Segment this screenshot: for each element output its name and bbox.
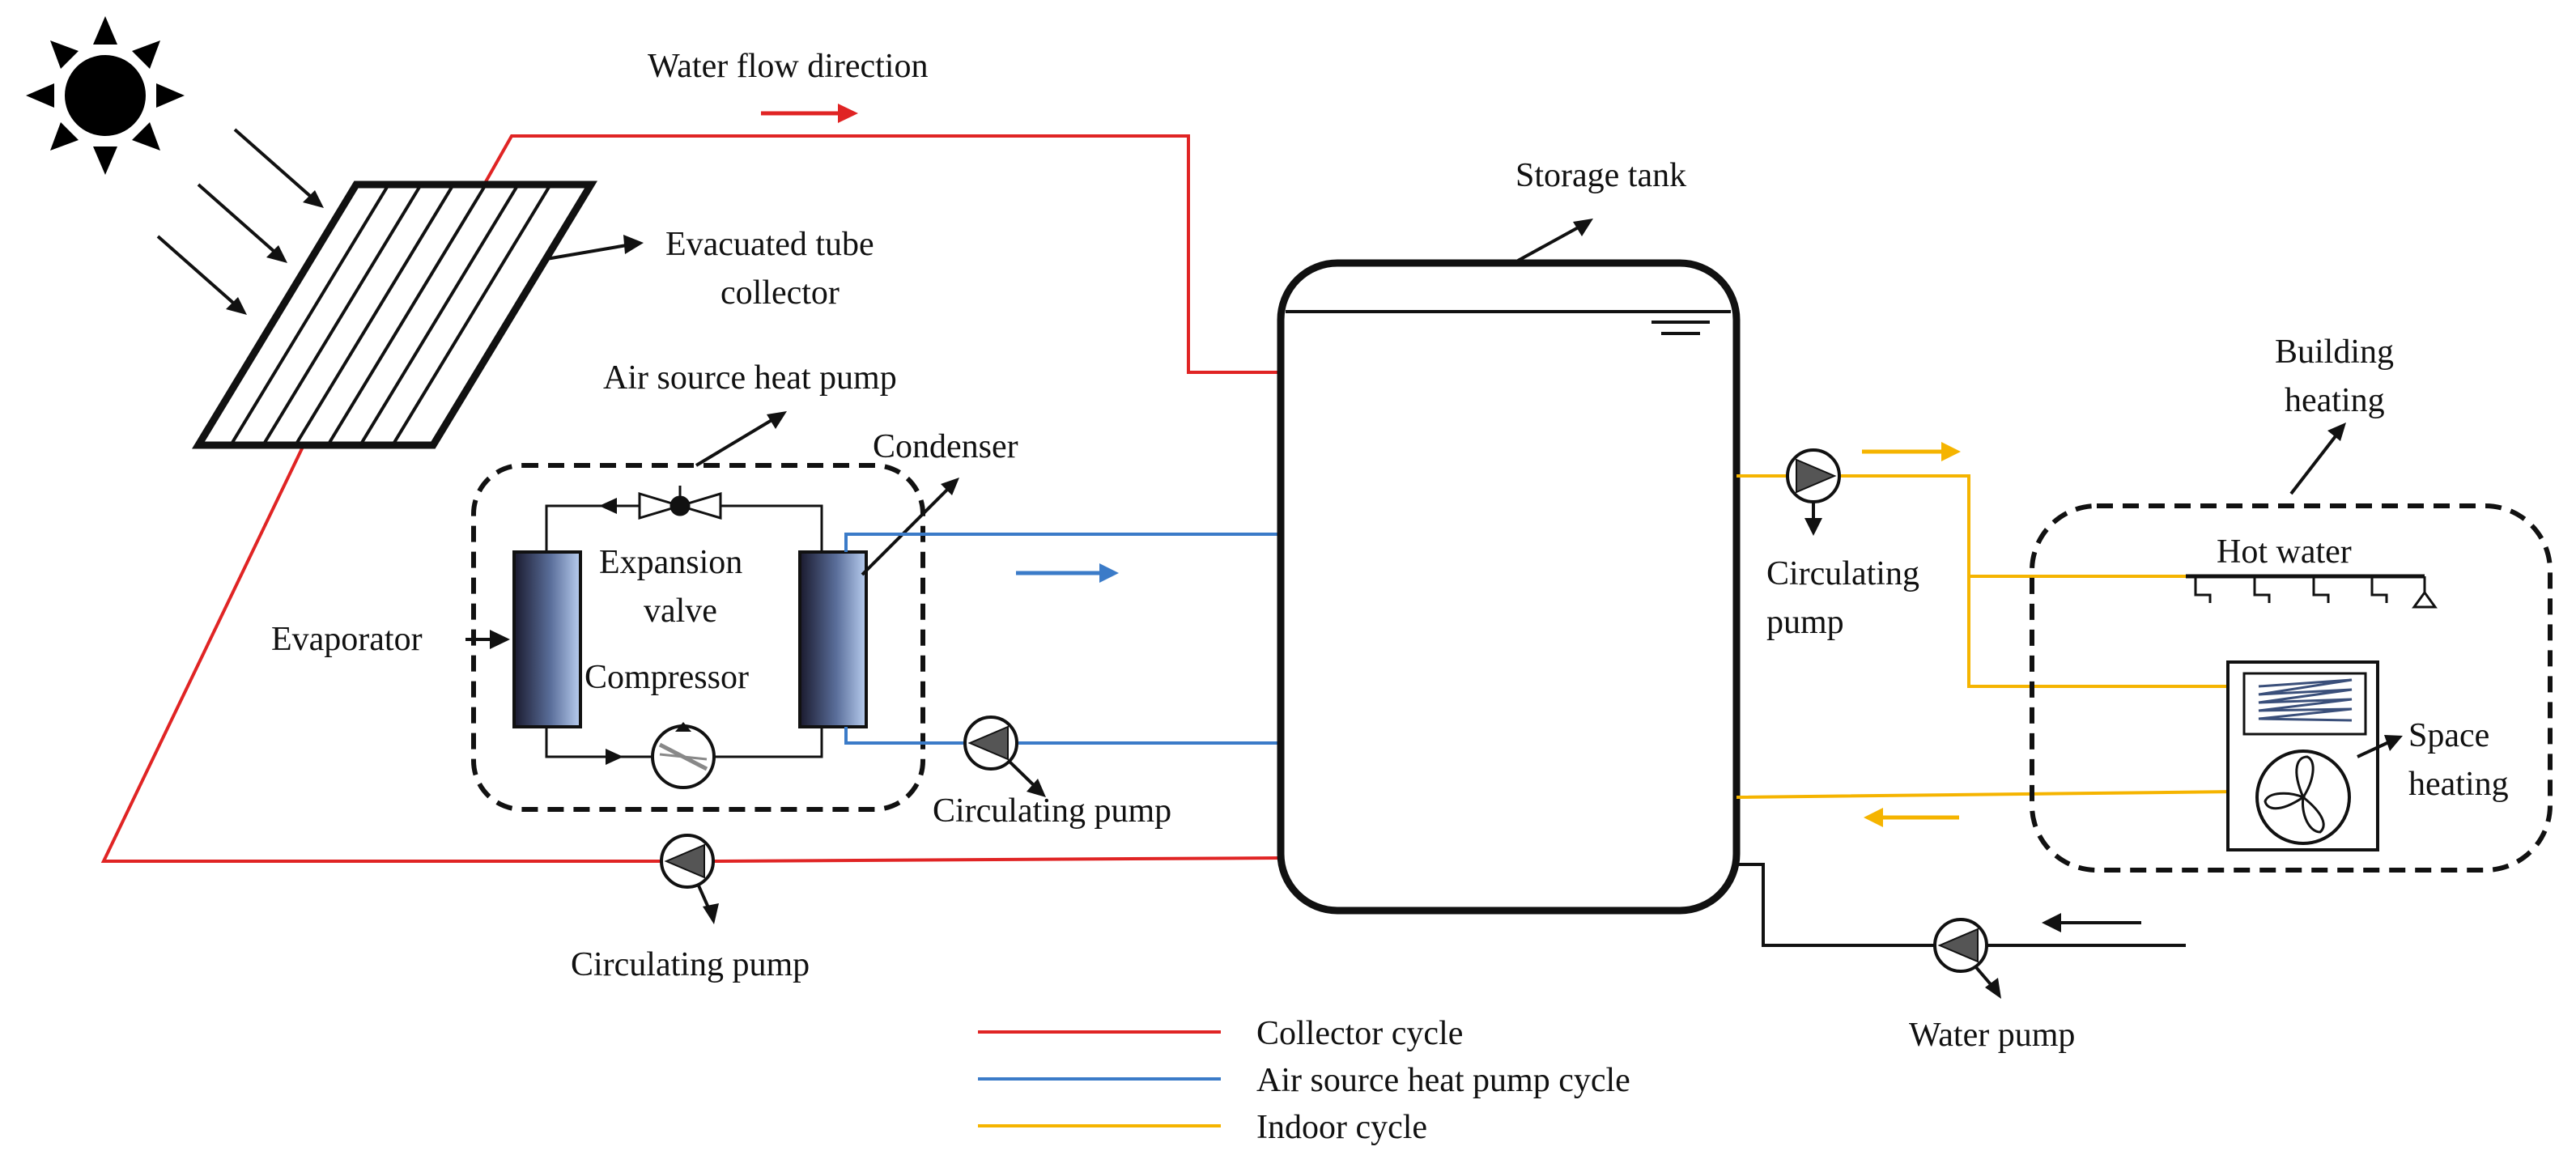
storage-tank-pointer xyxy=(1517,223,1583,262)
evaporator-icon xyxy=(512,550,582,728)
expansion-valve-icon xyxy=(638,486,722,520)
water-flow-direction-label: Water flow direction xyxy=(648,48,928,85)
water-supply-pipes xyxy=(1736,863,2186,947)
heat-pump-boundary xyxy=(471,463,925,812)
air-source-heat-pump-label: Air source heat pump xyxy=(603,359,897,397)
heat-pump-flow-arrow xyxy=(1016,563,1119,583)
collector-label-line1: Evacuated tube xyxy=(665,226,874,263)
space-heating-label-line2: heating xyxy=(2408,766,2509,803)
compressor-icon xyxy=(651,722,716,789)
legend-label-heat-pump: Air source heat pump cycle xyxy=(1256,1062,1630,1099)
expansion-valve-label-line1: Expansion xyxy=(599,544,742,581)
indoor-circulating-pump-label-line2: pump xyxy=(1766,604,1844,641)
hot-water-label: Hot water xyxy=(2217,533,2352,571)
legend-label-indoor: Indoor cycle xyxy=(1256,1109,1427,1146)
refrigerant-flow-arrow-bottom xyxy=(606,749,623,765)
solar-radiation-arrows xyxy=(156,128,324,315)
collector-pointer-head xyxy=(623,235,644,254)
condenser-label: Condenser xyxy=(873,428,1018,465)
indoor-circulating-pump-icon xyxy=(1786,448,1841,536)
collector-pointer xyxy=(546,243,632,261)
building-heating-label-line1: Building xyxy=(2275,333,2394,371)
space-heating-label-line1: Space xyxy=(2408,717,2489,754)
evaporator-label: Evaporator xyxy=(271,621,423,658)
building-heating-boundary xyxy=(2030,503,2553,873)
heat-pump-circulating-pump-label: Circulating pump xyxy=(933,792,1171,830)
water-level-symbol xyxy=(1651,321,1710,335)
sun-icon xyxy=(26,16,185,175)
evacuated-tube-collector xyxy=(192,180,597,449)
space-heating-pointer xyxy=(2357,739,2393,758)
collector-label-line2: collector xyxy=(721,274,840,312)
heat-pump-pointer xyxy=(695,415,779,467)
legend: Collector cycle Air source heat pump cyc… xyxy=(978,1015,1630,1146)
building-heating-pointer xyxy=(2289,431,2340,495)
condenser-icon xyxy=(798,550,868,728)
expansion-valve-label-line2: valve xyxy=(644,592,717,630)
space-heating-unit-icon xyxy=(2226,660,2379,851)
water-pump-label: Water pump xyxy=(1909,1017,2075,1054)
storage-tank xyxy=(1277,259,1741,915)
space-heating-pointer-head xyxy=(2384,735,2403,751)
building-heating-pointer-head xyxy=(2327,423,2346,441)
heat-pump-circulating-pump-icon xyxy=(963,716,1046,797)
storage-tank-pointer-head xyxy=(1573,219,1593,236)
collector-circulating-pump-icon xyxy=(660,834,719,924)
evaporator-pointer-head xyxy=(490,630,510,649)
collector-cycle-pipes xyxy=(100,134,1282,863)
indoor-flow-arrow-bottom xyxy=(1864,808,1959,827)
condenser-pointer xyxy=(861,484,953,576)
water-supply-flow-arrow xyxy=(2042,913,2141,932)
compressor-label: Compressor xyxy=(584,659,749,696)
water-pump-icon xyxy=(1933,918,2001,999)
water-flow-arrow xyxy=(761,104,858,123)
collector-circulating-pump-label: Circulating pump xyxy=(571,946,810,983)
heat-pump-cycle-pipes xyxy=(844,533,1281,745)
refrigerant-flow-arrow-top xyxy=(599,498,617,514)
hot-water-taps-icon xyxy=(2186,574,2438,609)
indoor-circulating-pump-label-line1: Circulating xyxy=(1766,555,1919,592)
indoor-flow-arrow-top xyxy=(1862,442,1961,461)
storage-tank-label: Storage tank xyxy=(1515,157,1686,194)
legend-label-collector: Collector cycle xyxy=(1256,1015,1463,1052)
building-heating-label-line2: heating xyxy=(2285,382,2385,419)
condenser-pointer-head xyxy=(941,478,959,495)
heat-pump-pointer-head xyxy=(767,411,787,429)
